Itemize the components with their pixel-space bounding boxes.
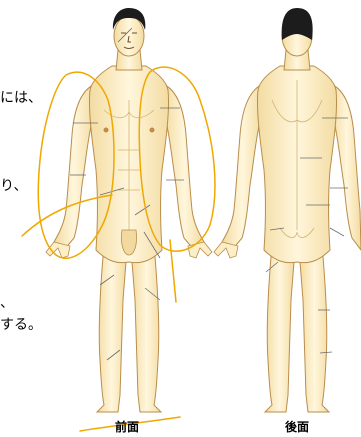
- back-right-leg: [300, 245, 329, 412]
- front-left-leg: [97, 245, 126, 412]
- front-right-arm: [164, 85, 204, 250]
- front-left-arm: [54, 85, 94, 250]
- back-body-figure: [222, 16, 361, 412]
- front-groin: [121, 230, 136, 255]
- front-right-nipple: [150, 128, 155, 133]
- front-view-label: 前面: [115, 421, 139, 433]
- annotation-lower-stroke: [170, 240, 176, 302]
- front-left-nipple: [104, 128, 109, 133]
- back-left-arm: [222, 85, 262, 250]
- back-view-label: 後面: [285, 421, 309, 433]
- back-left-leg: [265, 245, 294, 412]
- front-right-leg: [132, 245, 161, 412]
